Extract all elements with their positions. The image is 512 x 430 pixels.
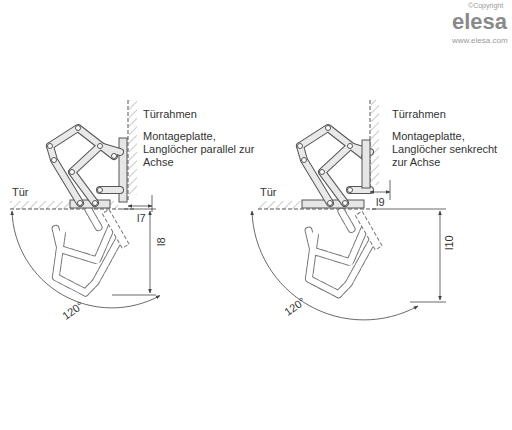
logo-watermark: elesa: [452, 9, 507, 35]
angle-label: 120°: [60, 299, 86, 323]
part-label: Türrahmen: [143, 108, 197, 121]
part-label: Montageplatte, Langlöcher senkrecht zur …: [392, 130, 504, 169]
part-label: Tür: [260, 186, 277, 199]
left-hinge: [10, 100, 160, 308]
dimension-label: l10: [443, 235, 456, 250]
angle-label: 120°: [282, 295, 308, 319]
part-label: Montageplatte, Langlöcher parallel zur A…: [143, 130, 255, 169]
url-watermark: www.elesa.com: [452, 36, 508, 46]
copyright-note: ©Copyright: [468, 2, 503, 10]
part-label: Tür: [12, 186, 29, 199]
dimension-label: l8: [155, 237, 168, 246]
part-label: Türrahmen: [392, 108, 446, 121]
dimension-label: l7: [137, 212, 146, 225]
dimension-label: l9: [376, 196, 385, 209]
